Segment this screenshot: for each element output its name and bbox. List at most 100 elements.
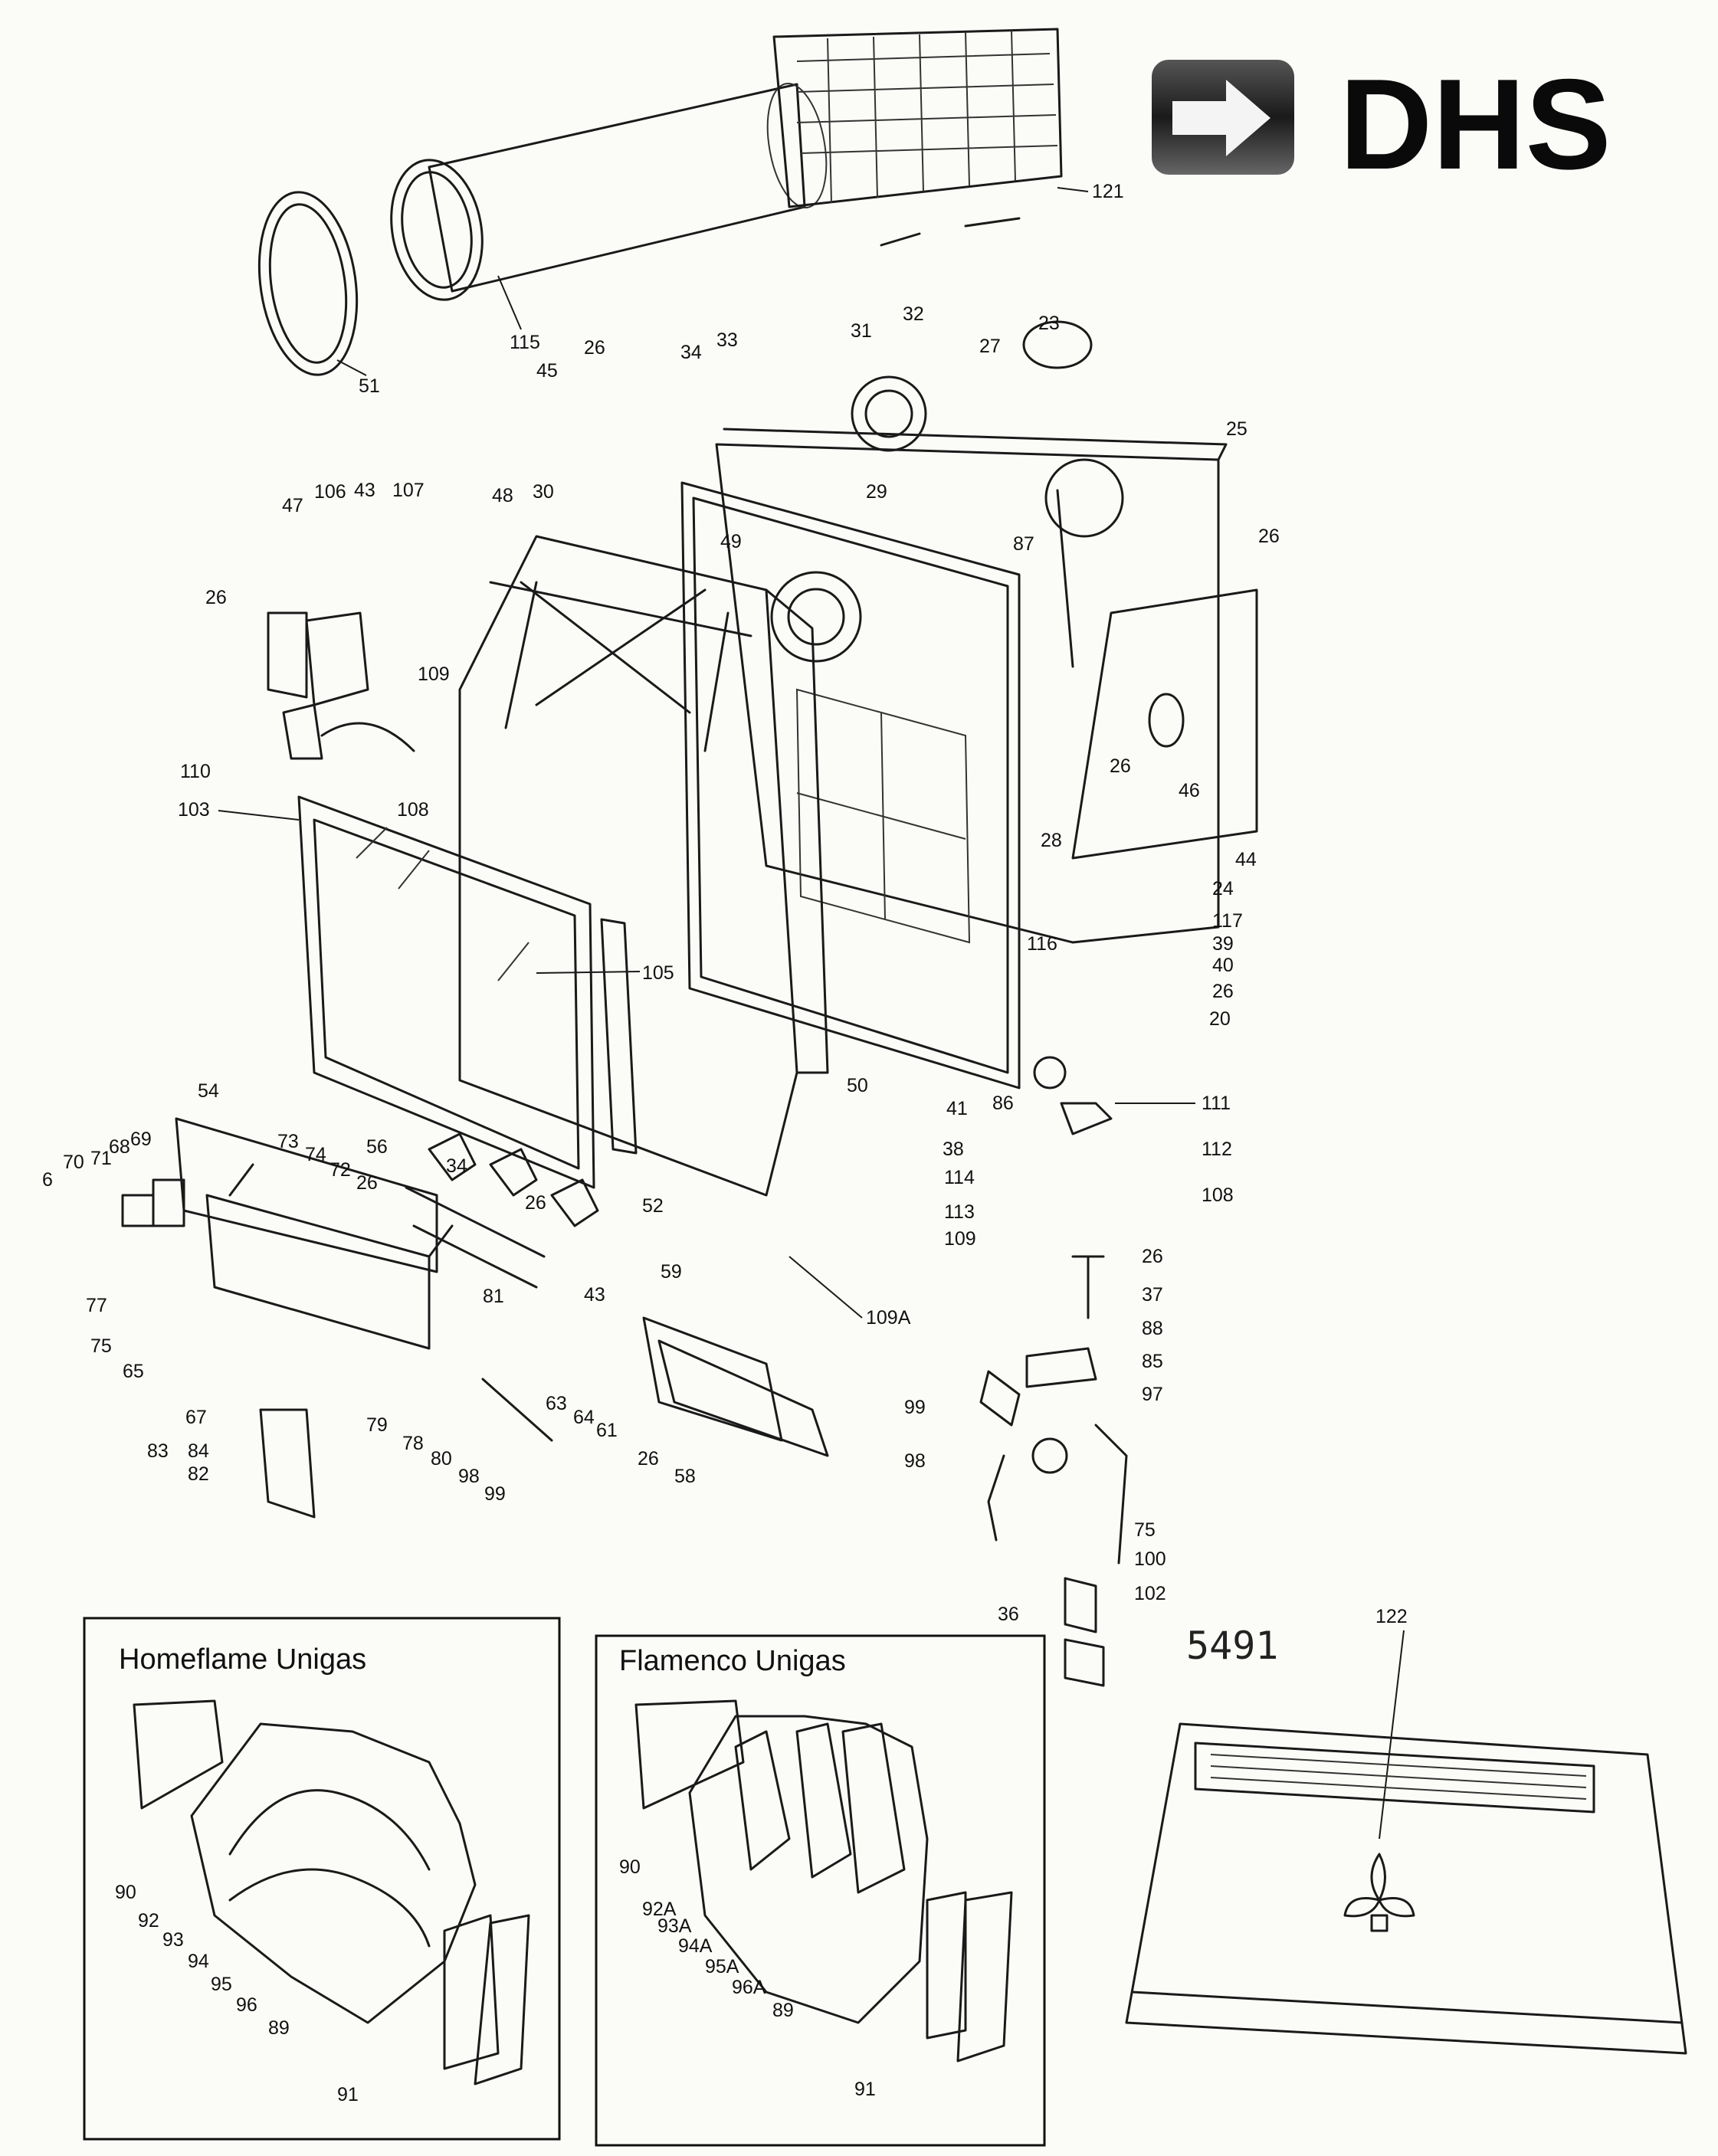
callout-117: 117 [1212, 910, 1243, 932]
loose-parts [121, 611, 415, 1227]
homeflame-callout-93: 93 [162, 1929, 184, 1951]
callout-50: 50 [847, 1075, 868, 1096]
callout-46: 46 [1179, 780, 1200, 801]
gas-valve-assembly [979, 1056, 1128, 1687]
callout-28: 28 [1041, 830, 1062, 851]
callout-79: 79 [366, 1414, 388, 1436]
side-panel-right [1071, 588, 1258, 860]
callout-38: 38 [943, 1139, 964, 1160]
callout-6: 6 [42, 1169, 53, 1191]
homeflame-callout-89: 89 [268, 2017, 290, 2039]
callout-44: 44 [1235, 849, 1257, 870]
flue-assembly [257, 28, 1063, 376]
callout-84: 84 [188, 1440, 209, 1462]
callout-26-b: 26 [1258, 526, 1280, 547]
callout-41: 41 [946, 1098, 968, 1119]
back-panel [680, 481, 1021, 1089]
callout-107: 107 [392, 480, 425, 501]
callout-26-e: 26 [1212, 981, 1234, 1002]
callout-25: 25 [1226, 418, 1248, 440]
callout-82: 82 [188, 1463, 209, 1485]
callout-56: 56 [366, 1136, 388, 1158]
callout-36: 36 [998, 1604, 1019, 1625]
flamenco-callout-95A: 95A [705, 1956, 739, 1977]
callout-32: 32 [903, 303, 924, 325]
callout-112: 112 [1202, 1139, 1232, 1160]
callout-26-f: 26 [1142, 1246, 1163, 1267]
callout-63: 63 [546, 1393, 567, 1414]
callout-75-a: 75 [1134, 1519, 1156, 1541]
callout-48: 48 [492, 485, 513, 506]
callout-71: 71 [90, 1148, 112, 1169]
callout-51: 51 [359, 375, 380, 397]
callout-43-b: 43 [584, 1284, 605, 1306]
callout-99-b: 99 [484, 1483, 506, 1505]
callout-20: 20 [1209, 1008, 1231, 1030]
callout-69: 69 [130, 1129, 152, 1150]
callout-54: 54 [198, 1080, 219, 1102]
callout-26-c: 26 [205, 587, 227, 608]
callout-26-a: 26 [584, 337, 605, 359]
flamenco-callout-92A: 92A [642, 1899, 677, 1920]
callout-26-i: 26 [638, 1448, 659, 1470]
callout-33: 33 [716, 329, 738, 351]
callout-27: 27 [979, 336, 1001, 357]
callout-98-b: 98 [458, 1466, 480, 1487]
callout-102: 102 [1134, 1583, 1166, 1604]
callout-80: 80 [431, 1448, 452, 1470]
callout-105: 105 [642, 962, 674, 984]
callout-49: 49 [720, 531, 742, 552]
callout-110: 110 [180, 761, 211, 782]
callout-98-a: 98 [904, 1450, 926, 1472]
homeflame-panel: Homeflame Unigas 90 92 93 94 95 96 89 91 [83, 1617, 561, 2141]
callout-121: 121 [1092, 181, 1124, 202]
burner-assembly [175, 1117, 829, 1519]
callout-24: 24 [1212, 878, 1234, 899]
callout-34-a: 34 [680, 342, 702, 363]
callout-103: 103 [178, 799, 210, 821]
callout-109-a: 109 [418, 664, 450, 685]
homeflame-callout-94: 94 [188, 1951, 209, 1972]
callout-58: 58 [674, 1466, 696, 1487]
homeflame-callout-91: 91 [337, 2084, 359, 2105]
callout-113: 113 [944, 1201, 975, 1223]
callout-67: 67 [185, 1407, 207, 1428]
callout-26-g: 26 [356, 1172, 378, 1194]
callout-77: 77 [86, 1295, 107, 1316]
flamenco-callout-96A: 96A [732, 1977, 766, 1998]
homeflame-callout-96: 96 [236, 1994, 257, 2016]
callout-83: 83 [147, 1440, 169, 1462]
callout-122: 122 [1375, 1606, 1408, 1627]
callout-115: 115 [510, 332, 540, 353]
flamenco-callout-89: 89 [772, 2000, 794, 2021]
callout-23: 23 [1038, 313, 1060, 334]
callout-26-h: 26 [525, 1192, 546, 1214]
callout-116: 116 [1027, 933, 1057, 955]
callout-31: 31 [851, 320, 872, 342]
homeflame-title: Homeflame Unigas [119, 1643, 366, 1676]
flamenco-title: Flamenco Unigas [619, 1645, 846, 1677]
glass-door-frame [297, 795, 638, 1189]
homeflame-callout-95: 95 [211, 1974, 232, 1995]
callout-81: 81 [483, 1286, 504, 1307]
callout-34-b: 34 [446, 1155, 467, 1177]
callout-86: 86 [992, 1093, 1014, 1114]
callout-74: 74 [305, 1144, 326, 1165]
callout-45: 45 [536, 360, 558, 382]
callout-37: 37 [1142, 1284, 1163, 1306]
callout-85: 85 [1142, 1351, 1163, 1372]
callout-59: 59 [661, 1261, 682, 1283]
callout-99-a: 99 [904, 1397, 926, 1418]
callout-73: 73 [277, 1131, 299, 1152]
callout-106: 106 [314, 481, 346, 503]
callout-100: 100 [1134, 1548, 1166, 1570]
callout-114: 114 [944, 1167, 975, 1188]
flamenco-callout-90: 90 [619, 1856, 641, 1878]
flamenco-callout-91: 91 [854, 2079, 876, 2100]
drawing-number: 5491 [1186, 1624, 1278, 1668]
fleur-de-lis-icon [1343, 1853, 1415, 1932]
callout-72: 72 [330, 1159, 351, 1181]
logo-text: DHS [1339, 52, 1611, 196]
callout-97: 97 [1142, 1384, 1163, 1405]
callout-40: 40 [1212, 955, 1234, 976]
